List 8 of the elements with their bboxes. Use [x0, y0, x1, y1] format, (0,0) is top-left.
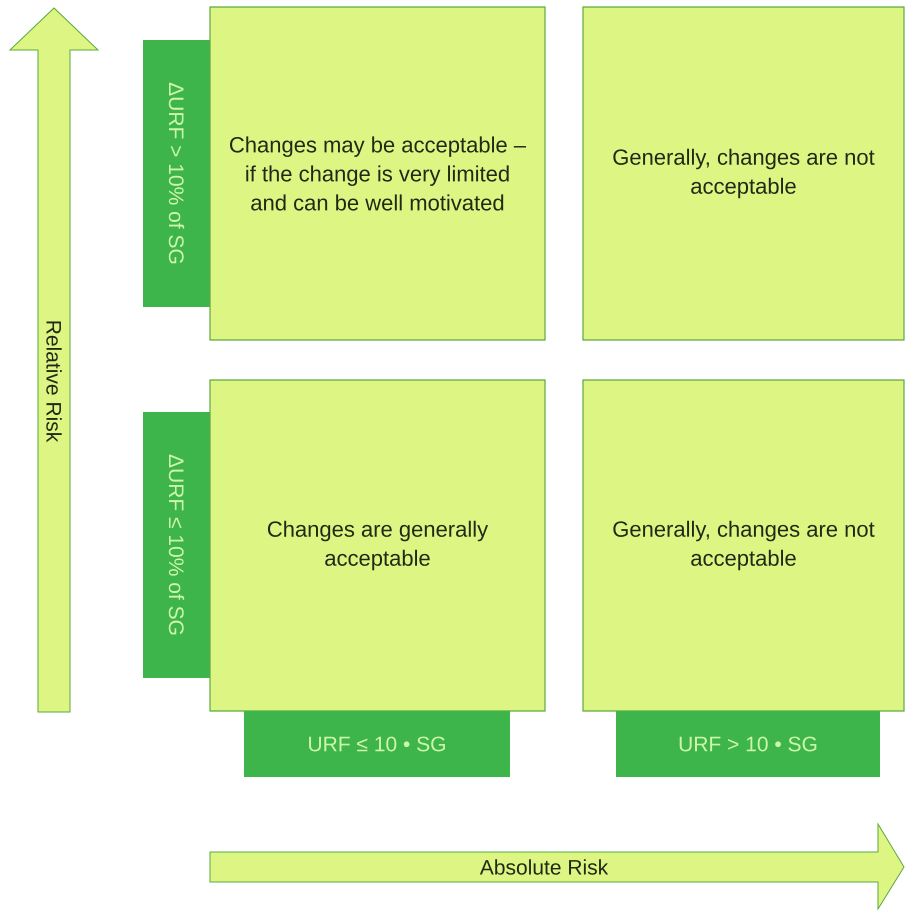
quadrant-box: Changes are generally acceptable: [209, 379, 546, 712]
quadrant-box: Generally, changes are not acceptable: [582, 379, 905, 712]
quadrant-box: Generally, changes are not acceptable: [582, 6, 905, 341]
condition-tab: URF > 10 • SG: [616, 711, 880, 777]
condition-tab: ΔURF ≤ 10% of SG: [143, 412, 210, 678]
quadrant-box: Changes may be acceptable – if the change is very limited and can be well motivated: [209, 6, 546, 341]
condition-tab: ΔURF > 10% of SG: [143, 40, 210, 307]
condition-tab: URF ≤ 10 • SG: [244, 711, 510, 777]
